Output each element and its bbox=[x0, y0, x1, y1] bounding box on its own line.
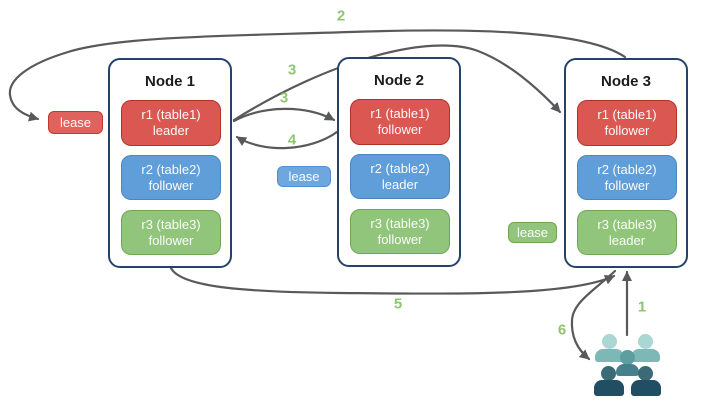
step-label-3b: 3 bbox=[279, 89, 289, 107]
node-1: Node 1 r1 (table1) leader r2 (table2) fo… bbox=[108, 58, 232, 268]
replica-name: r2 (table2) bbox=[370, 160, 430, 176]
lease-badge-r2: lease bbox=[277, 166, 331, 187]
replica-name: r1 (table1) bbox=[141, 107, 201, 122]
replica-role: follower bbox=[148, 177, 194, 193]
replica-role: leader bbox=[152, 123, 190, 138]
node1-replica-r2: r2 (table2) follower bbox=[121, 155, 221, 200]
node-2: Node 2 r1 (table1) follower r2 (table2) … bbox=[337, 57, 461, 267]
node-3-title: Node 3 bbox=[600, 73, 651, 90]
arrow-step5-node1-to-node3 bbox=[169, 266, 616, 295]
step-label-3a: 3 bbox=[287, 61, 297, 79]
lease-badge-r1: lease bbox=[48, 111, 103, 134]
replica-role: follower bbox=[377, 231, 423, 247]
replica-name: r3 (table3) bbox=[597, 216, 657, 232]
replica-name: r1 (table1) bbox=[597, 107, 657, 122]
replica-role: follower bbox=[604, 123, 650, 138]
node3-replica-r1: r1 (table1) follower bbox=[577, 100, 677, 146]
node-1-title: Node 1 bbox=[144, 73, 195, 90]
step-label-4: 4 bbox=[287, 131, 297, 149]
arrow-step2-node3-to-lease bbox=[8, 29, 627, 122]
users-group-icon bbox=[594, 334, 661, 398]
step-label-2: 2 bbox=[336, 7, 346, 25]
node2-replica-r3: r3 (table3) follower bbox=[350, 209, 450, 254]
node3-replica-r3: r3 (table3) leader bbox=[577, 210, 677, 255]
node2-replica-r2: r2 (table2) leader bbox=[350, 154, 450, 199]
replica-name: r3 (table3) bbox=[370, 215, 430, 231]
replica-role: follower bbox=[377, 122, 423, 137]
replica-role: leader bbox=[608, 232, 646, 248]
replica-name: r2 (table2) bbox=[141, 161, 201, 177]
arrow-step3-node1-to-node2 bbox=[232, 107, 336, 123]
lease-badge-r3: lease bbox=[508, 222, 557, 243]
replica-name: r2 (table2) bbox=[597, 161, 657, 177]
replica-role: leader bbox=[381, 176, 419, 192]
step-label-6: 6 bbox=[557, 321, 567, 339]
node-3: Node 3 r1 (table1) follower r2 (table2) … bbox=[564, 58, 688, 268]
node1-replica-r1: r1 (table1) leader bbox=[121, 100, 221, 146]
node-2-title: Node 2 bbox=[373, 72, 424, 89]
replica-name: r3 (table3) bbox=[141, 216, 201, 232]
replica-role: follower bbox=[148, 232, 194, 248]
node1-replica-r3: r3 (table3) follower bbox=[121, 210, 221, 255]
node3-replica-r2: r2 (table2) follower bbox=[577, 155, 677, 200]
replica-name: r1 (table1) bbox=[370, 106, 430, 121]
replica-role: follower bbox=[604, 177, 650, 193]
step-label-5: 5 bbox=[393, 295, 403, 313]
step-label-1: 1 bbox=[637, 298, 647, 316]
node2-replica-r1: r1 (table1) follower bbox=[350, 99, 450, 145]
